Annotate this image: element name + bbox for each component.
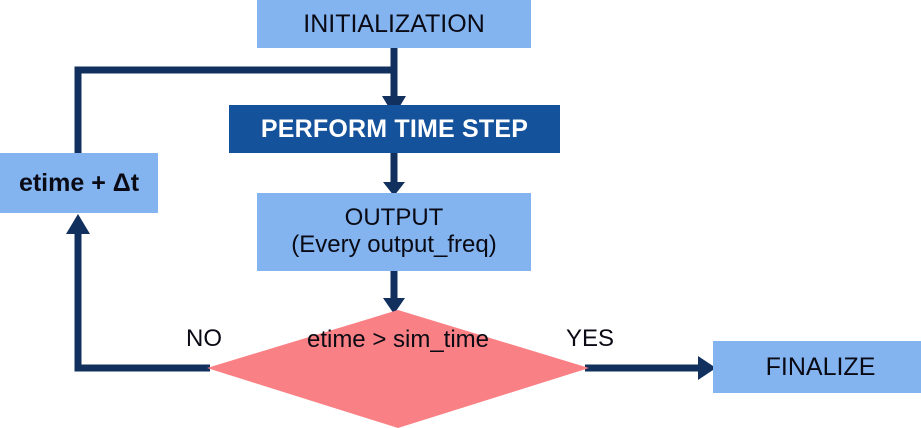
node-etime-increment[interactable]: etime + Δt bbox=[0, 153, 158, 213]
node-decision[interactable]: etime > sim_time bbox=[207, 310, 589, 428]
edge-label-yes: YES bbox=[566, 325, 615, 352]
edge-output-to-decision bbox=[383, 271, 405, 314]
node-finalize[interactable]: FINALIZE bbox=[713, 341, 921, 393]
node-perform-time-step-label: PERFORM TIME STEP bbox=[260, 115, 529, 143]
node-output-label-secondary: (Every output_freq) bbox=[291, 231, 497, 258]
node-output-label-primary: OUTPUT bbox=[344, 204, 444, 232]
edge-step-to-output bbox=[383, 153, 405, 196]
edge-etime-to-step bbox=[74, 66, 394, 153]
node-perform-time-step[interactable]: PERFORM TIME STEP bbox=[229, 105, 560, 153]
node-initialization[interactable]: INITIALIZATION bbox=[257, 0, 531, 48]
node-finalize-label: FINALIZE bbox=[765, 353, 876, 381]
node-etime-increment-label: etime + Δt bbox=[18, 169, 140, 197]
decision-diamond-shape bbox=[207, 310, 589, 428]
node-initialization-label: INITIALIZATION bbox=[303, 10, 485, 38]
node-decision-label: etime > sim_time bbox=[306, 326, 490, 353]
edge-decision-yes bbox=[585, 356, 716, 380]
edge-label-no: NO bbox=[186, 325, 222, 352]
node-output[interactable]: OUTPUT (Every output_freq) bbox=[257, 193, 531, 271]
edge-decision-no bbox=[66, 214, 210, 372]
